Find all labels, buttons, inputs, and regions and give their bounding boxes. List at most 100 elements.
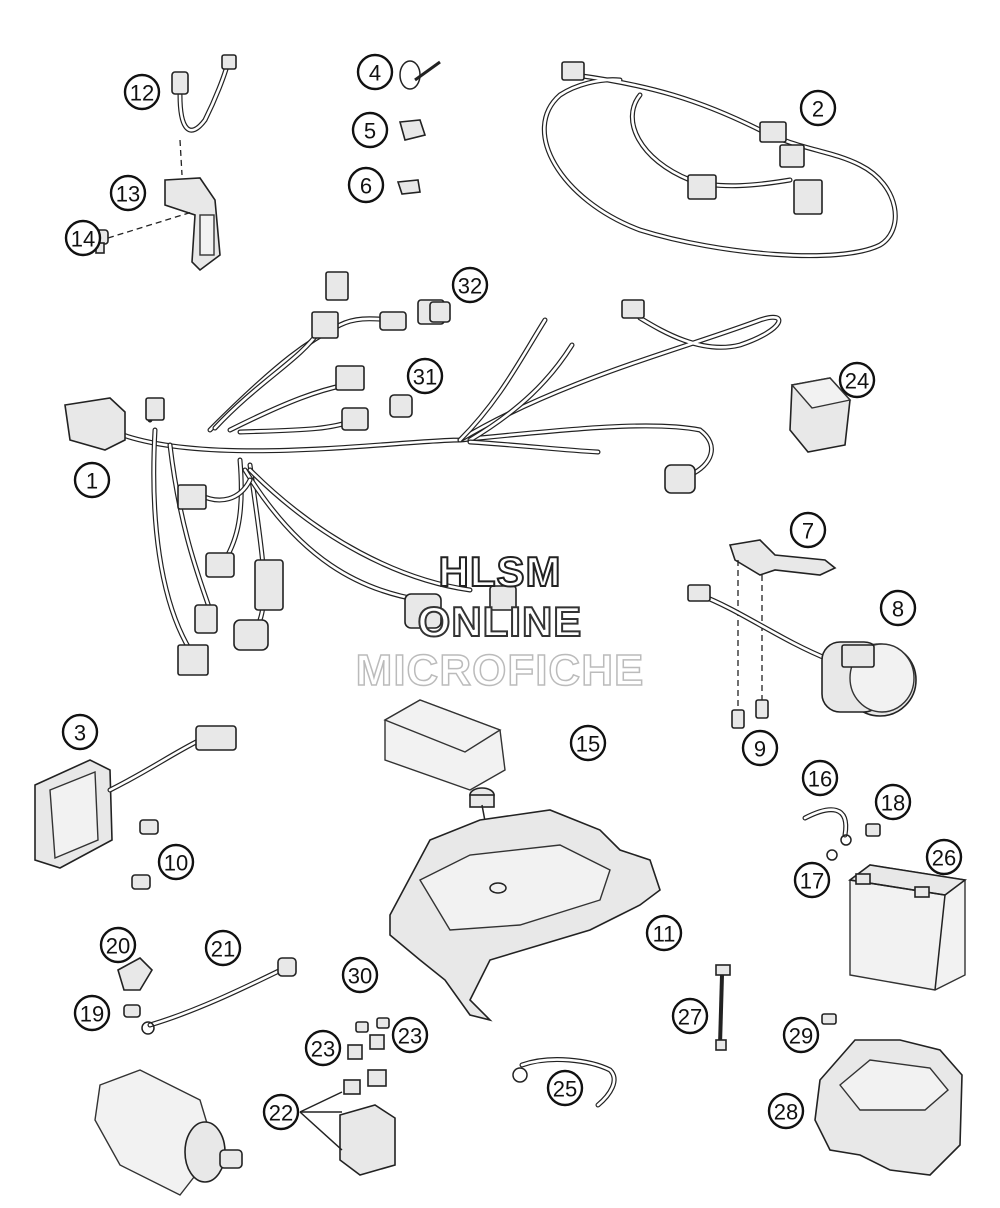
callout-18: 18 [874, 783, 912, 821]
part-29-screw [821, 1013, 837, 1025]
callout-11: 11 [645, 914, 683, 952]
svg-text:5: 5 [364, 119, 376, 144]
part-7-bracket [728, 539, 837, 710]
svg-text:30: 30 [348, 964, 372, 989]
part-12-switch [171, 54, 237, 176]
callout-7: 7 [789, 511, 827, 549]
svg-text:4: 4 [369, 61, 381, 86]
svg-text:11: 11 [653, 922, 676, 947]
svg-text:3: 3 [74, 721, 86, 746]
part-25-cable [512, 1057, 617, 1108]
part-21-cable [141, 957, 297, 1035]
callout-5: 5 [351, 111, 389, 149]
callout-28: 28 [767, 1092, 805, 1130]
part-13-bracket [107, 177, 221, 272]
callout-6: 6 [347, 166, 385, 204]
svg-text:14: 14 [71, 227, 95, 252]
part-30-screws [355, 1017, 390, 1033]
callout-27: 27 [671, 997, 709, 1035]
part-16-ground-cable [802, 807, 852, 846]
watermark-line-3: MICROFICHE [355, 645, 645, 696]
watermark-line-2: ONLINE [417, 597, 583, 646]
part-6-clip [396, 179, 421, 195]
starter-motor [94, 1069, 243, 1196]
svg-text:19: 19 [80, 1002, 104, 1027]
svg-text:20: 20 [106, 934, 130, 959]
part-10-bolts [131, 819, 159, 890]
part-23-fuses [343, 1034, 387, 1095]
callout-24: 24 [838, 361, 876, 399]
svg-text:10: 10 [164, 851, 188, 876]
ecu-unit [383, 699, 506, 791]
callout-30: 30 [341, 956, 379, 994]
callout-17: 17 [793, 861, 831, 899]
part-19-nut [123, 1004, 141, 1018]
part-26-battery [848, 864, 967, 991]
part-18-screw [865, 823, 881, 837]
part-32-connector [429, 301, 451, 323]
callout-29: 29 [782, 1016, 820, 1054]
svg-text:12: 12 [130, 81, 154, 106]
svg-text:23: 23 [311, 1037, 335, 1062]
svg-text:17: 17 [800, 869, 824, 894]
callout-16: 16 [801, 759, 839, 797]
svg-text:25: 25 [553, 1077, 577, 1102]
svg-text:16: 16 [808, 767, 832, 792]
part-17-washer [826, 849, 838, 861]
svg-text:8: 8 [892, 597, 904, 622]
callout-31: 31 [406, 357, 444, 395]
svg-text:1: 1 [86, 469, 98, 494]
svg-text:7: 7 [802, 519, 814, 544]
part-22-starter-relay [299, 1091, 396, 1176]
part-2-cable [541, 61, 898, 259]
callout-13: 13 [109, 174, 147, 212]
callout-23-left: 23 [304, 1029, 342, 1067]
part-9-screws [731, 699, 769, 729]
svg-text:6: 6 [360, 174, 372, 199]
svg-text:9: 9 [754, 737, 766, 762]
callout-3: 3 [61, 713, 99, 751]
part-11-battery-holder [389, 809, 661, 1022]
callout-2: 2 [799, 89, 837, 127]
part-27-sensor [715, 964, 731, 1051]
svg-text:24: 24 [845, 369, 869, 394]
svg-text:22: 22 [269, 1101, 293, 1126]
svg-text:23: 23 [398, 1024, 422, 1049]
callout-25: 25 [546, 1069, 584, 1107]
part-3-regulator [34, 725, 237, 869]
part-20-cap [117, 957, 154, 991]
part-4-cable-tie [399, 60, 441, 90]
callout-9: 9 [741, 729, 779, 767]
svg-text:28: 28 [774, 1100, 798, 1125]
svg-text:32: 32 [458, 274, 482, 299]
part-8-sensor [687, 584, 917, 717]
callout-15: 15 [569, 724, 607, 762]
svg-text:2: 2 [812, 97, 824, 122]
callout-32: 32 [451, 266, 489, 304]
callout-23-right: 23 [391, 1016, 429, 1054]
svg-text:29: 29 [789, 1024, 813, 1049]
callout-12: 12 [123, 73, 161, 111]
callout-1: 1 [73, 461, 111, 499]
svg-text:26: 26 [932, 846, 956, 871]
part-5-clip [398, 119, 427, 141]
callout-4: 4 [356, 53, 394, 91]
watermark-line-1: HLSM [438, 547, 562, 596]
callout-21: 21 [204, 929, 242, 967]
callout-22: 22 [262, 1093, 300, 1131]
svg-text:18: 18 [881, 791, 905, 816]
svg-text:15: 15 [576, 732, 600, 757]
svg-text:13: 13 [116, 182, 140, 207]
svg-text:27: 27 [678, 1005, 702, 1030]
callout-26: 26 [925, 838, 963, 876]
part-24-relay [789, 377, 852, 453]
svg-text:31: 31 [413, 365, 437, 390]
callout-20: 20 [99, 926, 137, 964]
callout-8: 8 [879, 589, 917, 627]
svg-text:21: 21 [211, 937, 235, 962]
callout-14: 14 [64, 219, 102, 257]
callout-19: 19 [73, 994, 111, 1032]
callout-10: 10 [157, 843, 195, 881]
